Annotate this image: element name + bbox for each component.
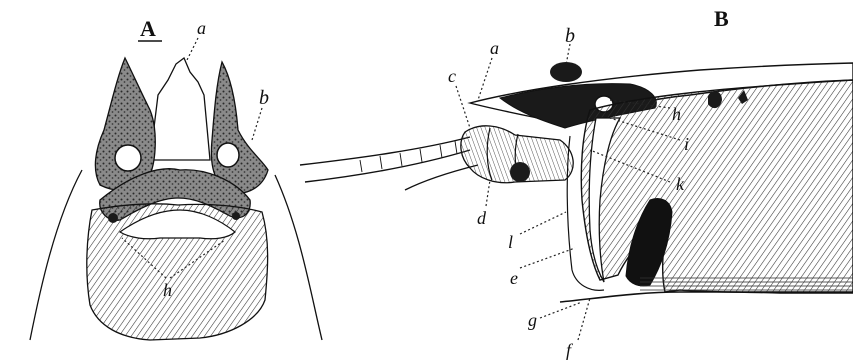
panel-a-leader-b (252, 108, 262, 140)
panel-b-joint-dot (510, 162, 530, 182)
panel-a-leader-a (186, 38, 198, 62)
panel-a: A a b h (30, 16, 322, 340)
panel-b-top-node (550, 62, 582, 82)
panel-b-leader-b (566, 44, 570, 65)
panel-a-dot-left (108, 213, 118, 223)
panel-b-leader-d (486, 180, 490, 206)
panel-b-antenna-upper (300, 137, 470, 165)
panel-b-antenna-lower (305, 150, 470, 182)
panel-b-body (581, 80, 853, 293)
panel-b-title: B (714, 6, 729, 31)
panel-b: B a b c d e f g h i k l (300, 6, 853, 360)
panel-b-leader-f (578, 298, 590, 340)
panel-b-ventral-hatch (640, 275, 853, 292)
panel-a-label-a: a (197, 18, 206, 38)
panel-b-leader-g (540, 302, 582, 318)
panel-b-lower-flagellum (405, 165, 478, 190)
panel-b-label-f: f (566, 340, 574, 360)
panel-a-left-socket (115, 145, 141, 171)
panel-b-label-i: i (684, 134, 689, 154)
panel-b-label-l: l (508, 232, 513, 252)
panel-a-rostrum (150, 58, 210, 160)
panel-b-label-g: g (528, 310, 537, 330)
panel-b-label-h: h (672, 104, 681, 124)
panel-b-label-a: a (490, 38, 499, 58)
panel-b-leader-a (478, 58, 492, 100)
panel-b-leader-e (520, 248, 575, 268)
panel-b-leader-c (456, 86, 470, 128)
panel-a-title: A (140, 16, 156, 41)
panel-b-label-e: e (510, 268, 518, 288)
panel-a-label-h: h (163, 280, 172, 300)
panel-b-antenna-segments (360, 141, 457, 172)
panel-b-leader-l (520, 212, 566, 234)
panel-b-label-b: b (565, 25, 575, 47)
panel-b-label-k: k (676, 174, 685, 194)
panel-b-label-d: d (477, 208, 487, 228)
panel-a-dot-right (232, 212, 240, 220)
panel-a-right-appendage (211, 62, 268, 193)
panel-a-right-socket (217, 143, 239, 167)
panel-b-label-c: c (448, 66, 456, 86)
panel-a-label-b: b (259, 87, 269, 109)
